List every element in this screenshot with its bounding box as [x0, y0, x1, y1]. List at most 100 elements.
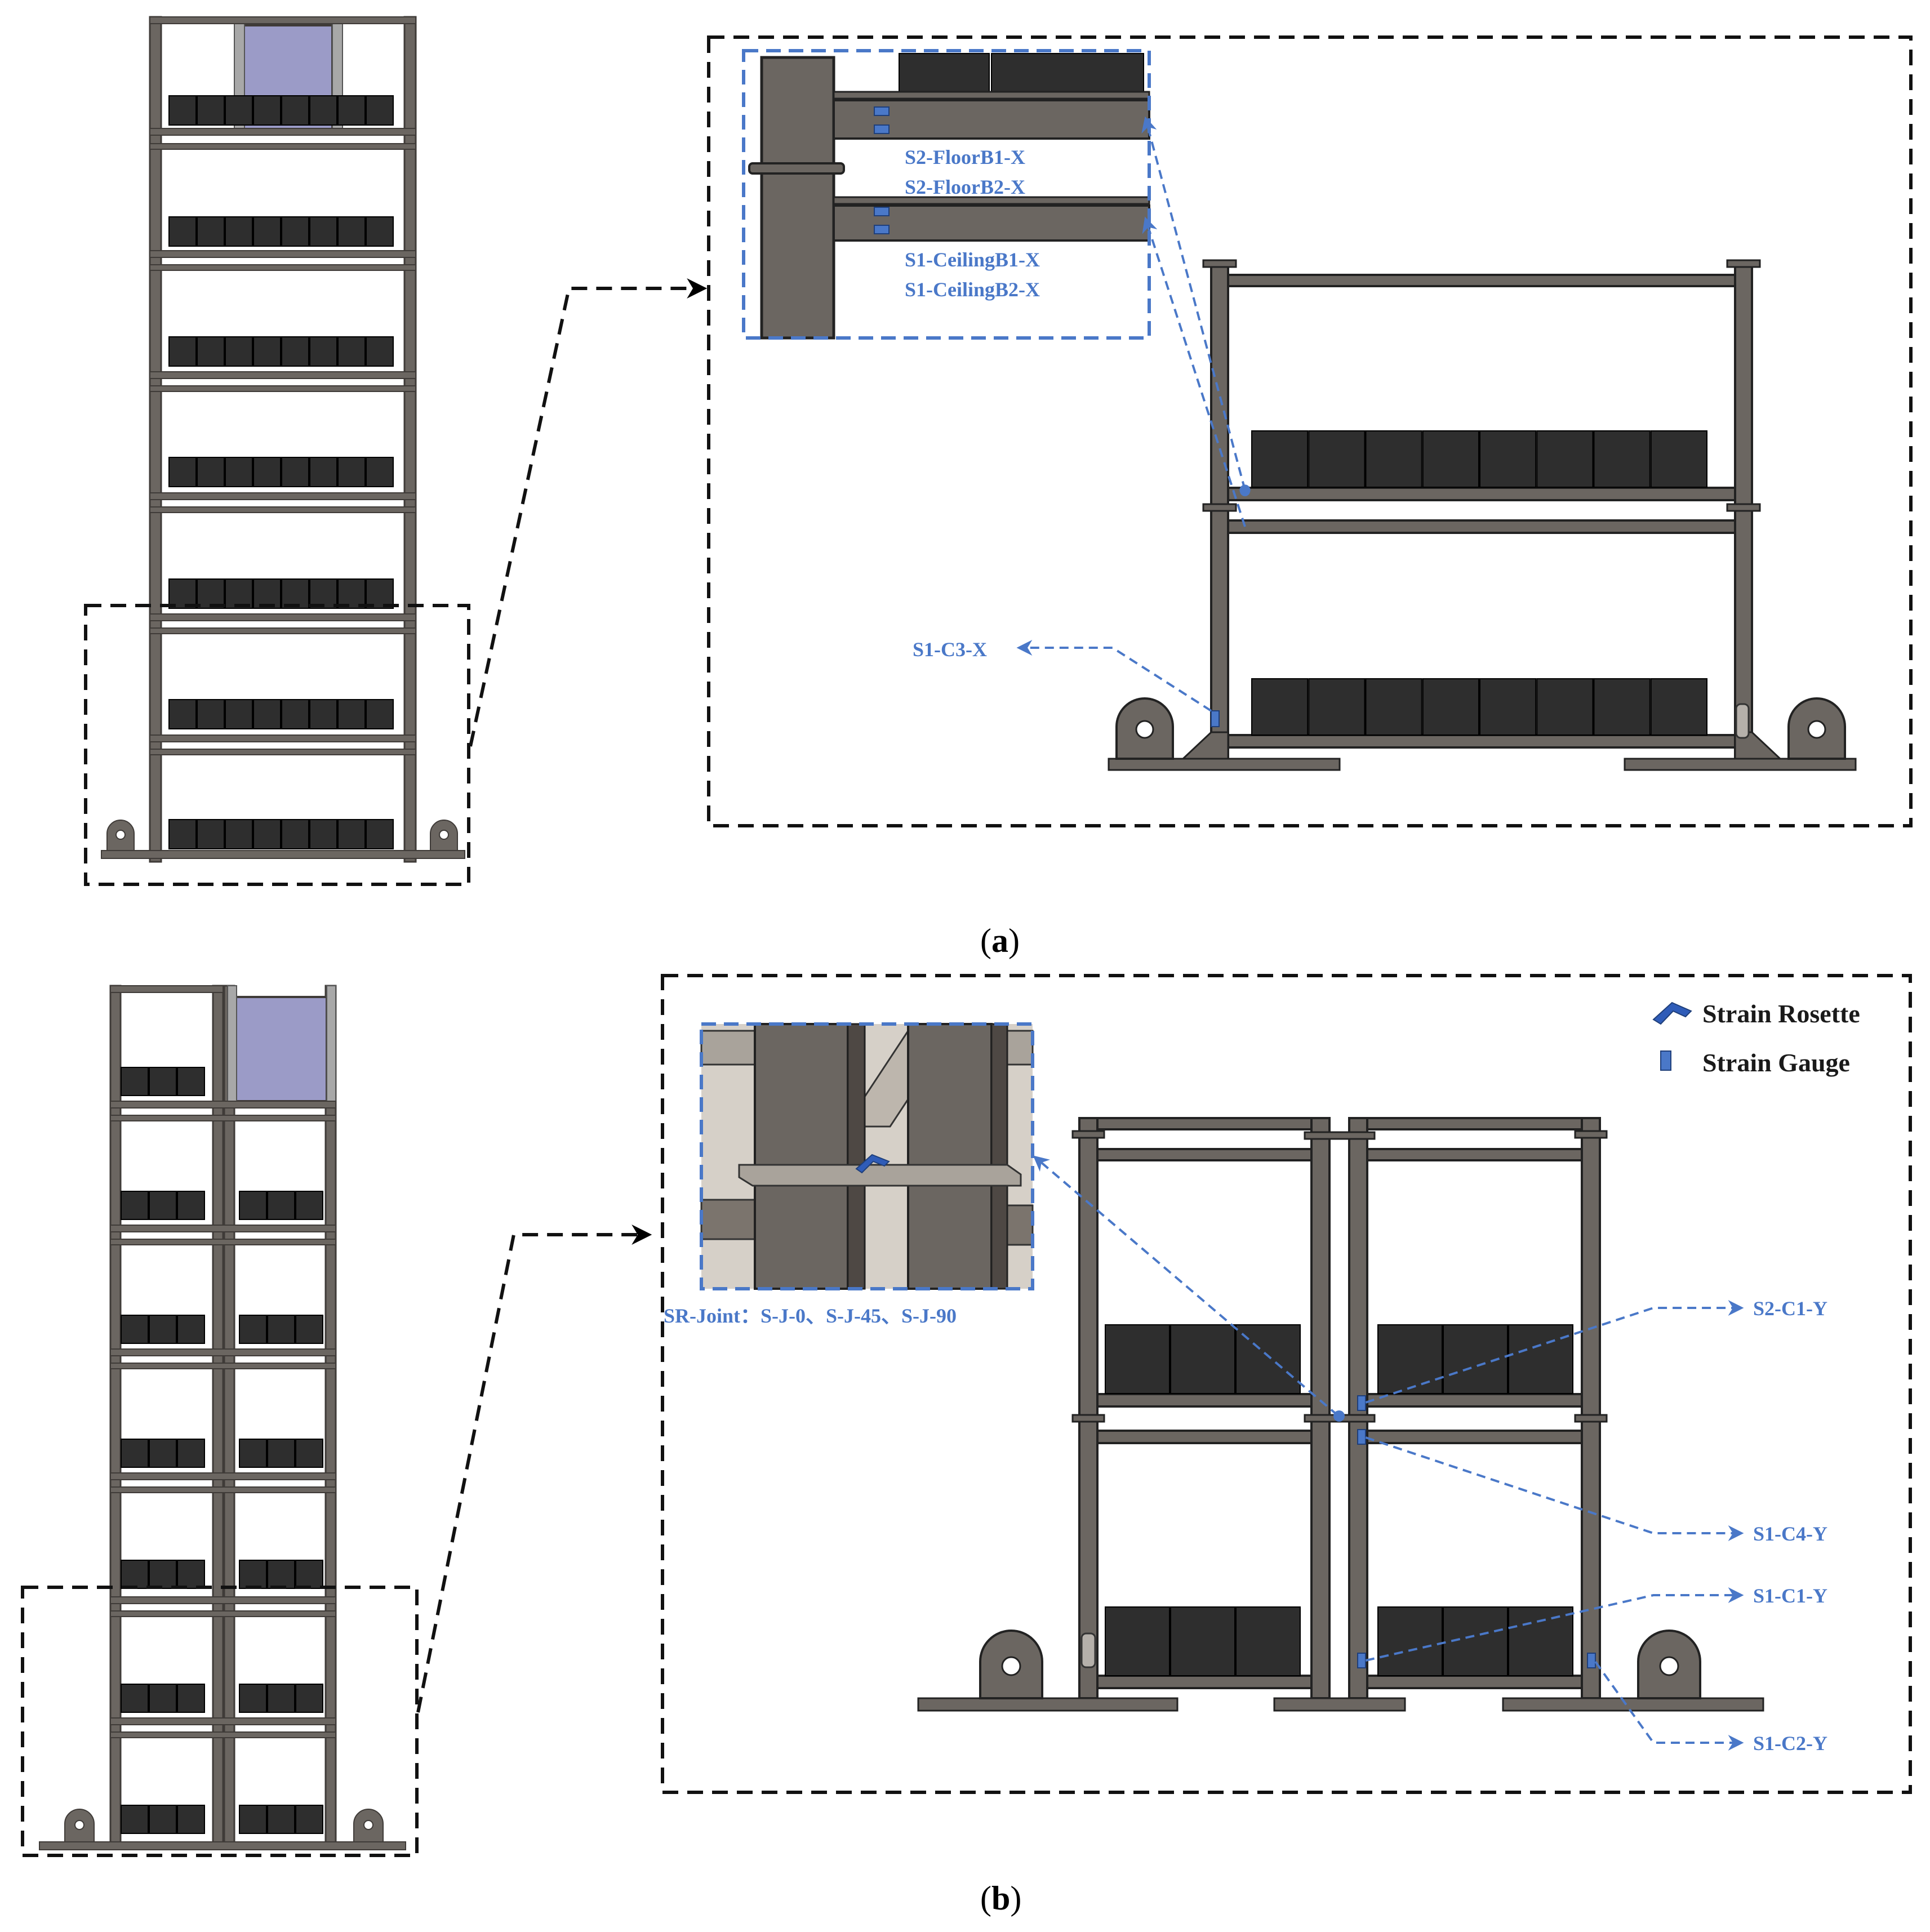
- unit-a-battery-block: [1422, 678, 1479, 736]
- tower-b-battery-block: [177, 1315, 205, 1344]
- unit-a-battery-block: [1650, 430, 1707, 488]
- unit-a-gusset-left: [1181, 731, 1229, 760]
- unit-b-left-floor-beam: [1096, 1393, 1313, 1408]
- unit-b-base-plate-right: [1502, 1697, 1764, 1712]
- tower-b-battery-block: [177, 1439, 205, 1468]
- tower-a-battery-block: [253, 95, 281, 126]
- legend-rosette-label: Strain Rosette: [1702, 999, 1860, 1028]
- legend-gauge-label: Strain Gauge: [1702, 1048, 1850, 1077]
- unit-a-top-beam: [1227, 274, 1736, 287]
- tower-a-ceiling-beam: [149, 385, 416, 392]
- tower-a-battery-block: [253, 578, 281, 609]
- gauge-s1-c2: [1587, 1653, 1596, 1668]
- tower-a-battery-block: [253, 216, 281, 247]
- unit-b-base-plate-mid: [1273, 1697, 1406, 1712]
- tower-a-battery-block: [281, 819, 309, 849]
- tower-b-battery-block: [177, 1191, 205, 1220]
- tower-a-ceiling-beam: [149, 506, 416, 513]
- unit-a-right-column: [1734, 264, 1753, 762]
- tower-b-beam: [110, 1717, 336, 1725]
- unit-a-battery-block: [1365, 678, 1422, 736]
- tower-b-battery-block: [177, 1560, 205, 1589]
- tower-a-ceiling-beam: [149, 264, 416, 271]
- tower-b-battery-block: [121, 1191, 149, 1220]
- unit-a-battery-block: [1536, 678, 1594, 736]
- gauge-ceiling-b2: [874, 225, 890, 234]
- tower-a-battery-block: [197, 819, 225, 849]
- label-s1-c2-y: S1-C2-Y: [1753, 1732, 1827, 1755]
- pointer-s1-c3: [1016, 640, 1212, 712]
- joint-lower-beam-left: [700, 1199, 756, 1240]
- tower-a-ceiling-beam: [149, 627, 416, 634]
- unit-b-cap-4: [1574, 1130, 1608, 1139]
- unit-b-battery-block: [1105, 1324, 1170, 1394]
- tower-a-battery-block: [281, 95, 309, 126]
- unit-b-battery-block: [1377, 1324, 1443, 1394]
- unit-a-battery-block: [1365, 430, 1422, 488]
- detail-a-top-block-2: [991, 53, 1144, 92]
- tower-b-battery-block: [149, 1805, 177, 1834]
- panel-a-beam-detail: [748, 53, 1150, 340]
- tower-b-ceiling-beam: [110, 1363, 336, 1369]
- tower-b-battery-block: [295, 1684, 323, 1713]
- gauge-s2-c1: [1357, 1395, 1366, 1411]
- unit-a-battery-block: [1479, 430, 1537, 488]
- tower-b-battery-block: [267, 1560, 295, 1589]
- unit-b-battery-block: [1508, 1606, 1573, 1676]
- tower-b-battery-block: [295, 1560, 323, 1589]
- unit-a-battery-block: [1593, 678, 1651, 736]
- pointer-s1-c4: [1365, 1436, 1744, 1541]
- unit-b-right-floor-beam: [1366, 1393, 1583, 1408]
- tower-a-battery-block: [168, 95, 197, 126]
- tower-b-beam: [110, 1225, 336, 1232]
- tower-a-battery-block: [366, 578, 394, 609]
- tower-b-battery-block: [121, 1315, 149, 1344]
- pointer-s1-c2: [1594, 1661, 1744, 1751]
- tower-a-beam: [149, 734, 416, 742]
- unit-b-latch: [1080, 1632, 1096, 1668]
- tower-a-battery-block: [197, 457, 225, 487]
- tower-b-battery-block: [239, 1439, 267, 1468]
- tower-a-floors: [101, 95, 465, 859]
- tower-a-battery-block: [281, 216, 309, 247]
- caption-b: (b): [980, 1880, 1021, 1917]
- tower-b-battery-block: [177, 1805, 205, 1834]
- pointer-floor-dot: [1240, 486, 1250, 496]
- tower-b-battery-block: [267, 1805, 295, 1834]
- tower-a-battery-block: [337, 95, 366, 126]
- tower-a-battery-block: [309, 699, 337, 729]
- unit-b-battery-block: [1235, 1324, 1301, 1394]
- unit-b-left-top-beam: [1096, 1117, 1313, 1130]
- tower-a-battery-block: [253, 457, 281, 487]
- panel-b-zoom-frame: [661, 974, 1912, 1794]
- unit-a-right-cap: [1726, 259, 1761, 268]
- joint-strain-rosette: [855, 1154, 890, 1174]
- tower-a-battery-block: [281, 699, 309, 729]
- tower-a-battery-block: [225, 95, 253, 126]
- tower-b-beam: [110, 1596, 336, 1604]
- pointer-joint-dot: [1333, 1410, 1345, 1422]
- tower-a-battery-block: [309, 216, 337, 247]
- tower-a-battery-block: [337, 699, 366, 729]
- panel-a-tower: [149, 16, 417, 863]
- tower-a-battery-block: [337, 457, 366, 487]
- panel-b-unit-frame: [917, 1117, 1764, 1712]
- unit-a-battery-block: [1536, 430, 1594, 488]
- panel-b-tower-selection-box: [21, 1586, 419, 1857]
- unit-b-right-roof-beam: [1366, 1148, 1583, 1161]
- unit-b-battery-block: [1377, 1606, 1443, 1676]
- tower-b-battery-block: [295, 1191, 323, 1220]
- gauge-s1-c4: [1357, 1429, 1366, 1445]
- tower-b-lug-left-hole: [74, 1820, 85, 1830]
- unit-a-left-cap: [1202, 259, 1237, 268]
- panel-a-zoom-frame: [707, 35, 1913, 827]
- tower-a-top-beam: [149, 16, 416, 24]
- tower-b-water-tank: [234, 996, 328, 1102]
- unit-a-right-ring: [1726, 503, 1761, 512]
- caption-a: (a): [980, 922, 1020, 959]
- unit-a-battery-block: [1650, 678, 1707, 736]
- unit-a-gusset-right: [1734, 731, 1782, 760]
- tower-b-battery-block: [239, 1684, 267, 1713]
- unit-a-base-plate-right: [1624, 758, 1857, 771]
